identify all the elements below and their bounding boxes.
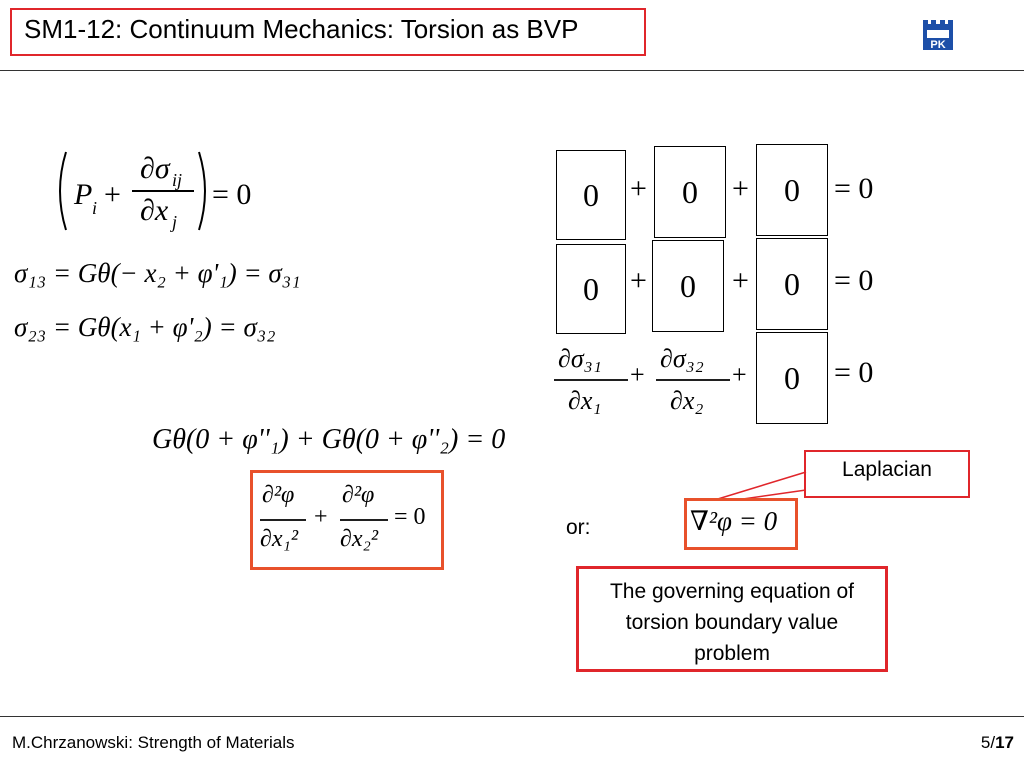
equals-zero-r1: = 0 <box>834 172 874 205</box>
governing-label: The governing equation of torsion bounda… <box>609 580 854 665</box>
laplace-plus: + <box>314 504 328 530</box>
row3-plus1: + <box>630 360 645 389</box>
laplacian-callout <box>804 450 970 498</box>
row3-bars <box>554 379 730 381</box>
zero-box-r1c1: 0 <box>556 150 626 240</box>
plus-r2b: + <box>732 264 749 297</box>
row3-num2: ∂σ₃₂ <box>660 344 704 373</box>
equilibrium-dx: ∂x <box>140 194 169 227</box>
sigma13-equation: σ₁₃ = Gθ(− x₂ + φ'₁) = σ₃₁ <box>14 258 301 288</box>
zero-box-r2c2: 0 <box>652 240 724 332</box>
page-total: 17 <box>995 733 1014 752</box>
sigma23-equation: σ₂₃ = Gθ(x₁ + φ'₂) = σ₃₂ <box>14 312 276 342</box>
combined-equation: Gθ(0 + φ''₁) + Gθ(0 + φ''₂) = 0 <box>152 424 506 455</box>
page-current: 5/ <box>980 733 996 752</box>
university-logo-icon: PK <box>920 18 956 52</box>
laplace-expanded-equation: ∂²φ ∂x₁² + ∂²φ ∂x₂² = 0 <box>258 478 440 566</box>
plus-r1a: + <box>630 172 647 205</box>
equals-zero-r2: = 0 <box>834 264 874 297</box>
equals-zero-r3: = 0 <box>834 356 874 389</box>
page-number: 5/17 <box>981 733 1014 753</box>
equilibrium-plus: + <box>104 178 121 211</box>
equilibrium-equation: P i + ∂σ ij ∂x j = 0 <box>54 150 264 232</box>
zero-box-r2c1: 0 <box>556 244 626 334</box>
governing-callout <box>576 566 888 672</box>
laplace-expanded-bars <box>260 519 388 521</box>
laplace-num2: ∂²φ <box>342 482 375 508</box>
footer-divider <box>0 716 1024 717</box>
equilibrium-equals-zero: = 0 <box>212 178 252 211</box>
row3-equation: ∂σ₃₁ ∂x₁ + ∂σ₃₂ ∂x₂ + <box>552 340 752 424</box>
laplace-den1: ∂x₁² <box>260 526 299 552</box>
slide-title: SM1-12: Continuum Mechanics: Torsion as … <box>24 14 579 44</box>
laplace-short-highlight <box>684 498 798 550</box>
equilibrium-index-ij: ij <box>172 170 183 190</box>
equilibrium-dsigma: ∂σ <box>140 152 170 185</box>
title-frame <box>10 8 646 56</box>
equilibrium-index-i: i <box>92 198 98 218</box>
laplacian-label: Laplacian <box>842 458 932 481</box>
footer-author: M.Chrzanowski: Strength of Materials <box>12 733 295 752</box>
row3-den1: ∂x₁ <box>568 386 602 415</box>
laplace-den2: ∂x₂² <box>340 526 379 552</box>
or-label: or: <box>566 516 591 539</box>
laplace-num1: ∂²φ <box>262 482 295 508</box>
equilibrium-index-j: j <box>172 212 178 232</box>
laplace-equals-zero: = 0 <box>394 504 426 530</box>
laplace-short-equation: ∇²φ = 0 <box>690 506 778 536</box>
zero-box-r2c3: 0 <box>756 238 828 330</box>
row3-plus2: + <box>732 360 747 389</box>
zero-box-r1c2: 0 <box>654 146 726 238</box>
equilibrium-brackets <box>59 151 206 231</box>
svg-text:PK: PK <box>930 39 945 51</box>
header-divider <box>0 70 1024 71</box>
zero-box-r3c3: 0 <box>756 332 828 424</box>
row3-den2: ∂x₂ <box>670 386 704 415</box>
zero-box-r1c3: 0 <box>756 144 828 236</box>
row3-num1: ∂σ₃₁ <box>558 344 602 373</box>
equilibrium-P: P <box>74 178 93 211</box>
plus-r2a: + <box>630 264 647 297</box>
plus-r1b: + <box>732 172 749 205</box>
